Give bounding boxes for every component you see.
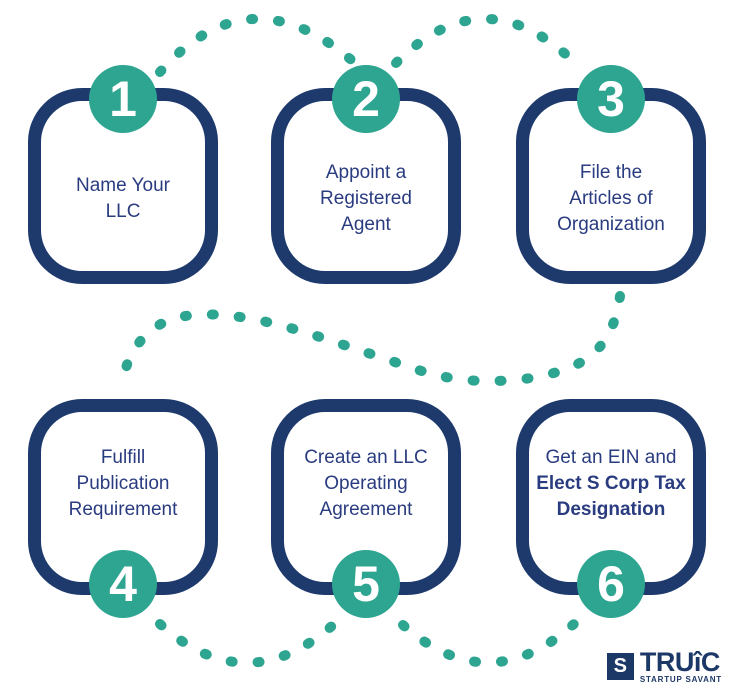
step-5-number-badge: 5 [332,550,400,618]
connector-step3-step4 [119,291,625,387]
step-6-line-bold: Designation [556,499,666,520]
step-6-line: Get an EIN and [545,447,677,468]
step-4-line: Publication [76,473,170,494]
step-3-line: File the [579,162,643,183]
truic-brand-name: TRUîC [639,647,721,677]
step-6-line-bold: Elect S Corp Tax [536,473,686,494]
connector-step2-step3 [391,14,588,76]
step-1-line: LLC [105,201,141,222]
truic-logo: S TRUîC STARTUP SAVANT [606,647,722,685]
truic-s-glyph: S [613,655,627,677]
step-2-line: Agent [341,214,391,235]
step-4-number-badge: 4 [89,550,157,618]
step-3-number-badge: 3 [577,65,645,133]
step-5-line: Create an LLC [304,447,428,468]
step-2-line: Registered [320,188,412,209]
step-5-line: Operating [324,473,408,494]
step-3-label: File the Articles of Organization [529,101,693,271]
step-4-line: Requirement [68,499,178,520]
step-2-number: 2 [352,71,380,127]
step-2-line: Appoint a [325,162,407,183]
truic-logo-text: TRUîC STARTUP SAVANT [639,647,722,685]
step-6-number: 6 [597,556,625,612]
truic-s-icon: S [606,653,634,680]
step-2-number-badge: 2 [332,65,400,133]
step-3-line: Articles of [569,188,653,209]
step-1-number: 1 [109,71,137,127]
step-3-line: Organization [557,214,665,235]
step-box-1: 1 Name Your LLC [28,65,218,284]
step-box-3: 3 File the Articles of Organization [516,65,706,284]
step-5-line: Agreement [319,499,413,520]
connector-step4-step5 [155,619,338,668]
step-1-label: Name Your LLC [41,101,205,271]
step-box-4: 4 Fulfill Publication Requirement [28,399,218,618]
step-1-line: Name Your [75,175,170,196]
connector-step1-step2 [155,14,361,77]
connector-step5-step6 [398,618,580,668]
step-box-6: 6 Get an EIN and Elect S Corp Tax Design… [516,399,706,618]
step-1-number-badge: 1 [89,65,157,133]
step-5-label: Create an LLC Operating Agreement [284,412,448,582]
step-4-label: Fulfill Publication Requirement [41,412,205,582]
step-3-number: 3 [597,71,625,127]
step-4-line: Fulfill [100,447,146,468]
step-2-label: Appoint a Registered Agent [284,101,448,271]
step-box-2: 2 Appoint a Registered Agent [271,65,461,284]
step-6-label: Get an EIN and Elect S Corp Tax Designat… [529,412,693,582]
truic-tagline: STARTUP SAVANT [639,675,722,684]
step-6-number-badge: 6 [577,550,645,618]
step-5-number: 5 [352,556,380,612]
step-4-number: 4 [109,556,137,612]
step-box-5: 5 Create an LLC Operating Agreement [271,399,461,618]
